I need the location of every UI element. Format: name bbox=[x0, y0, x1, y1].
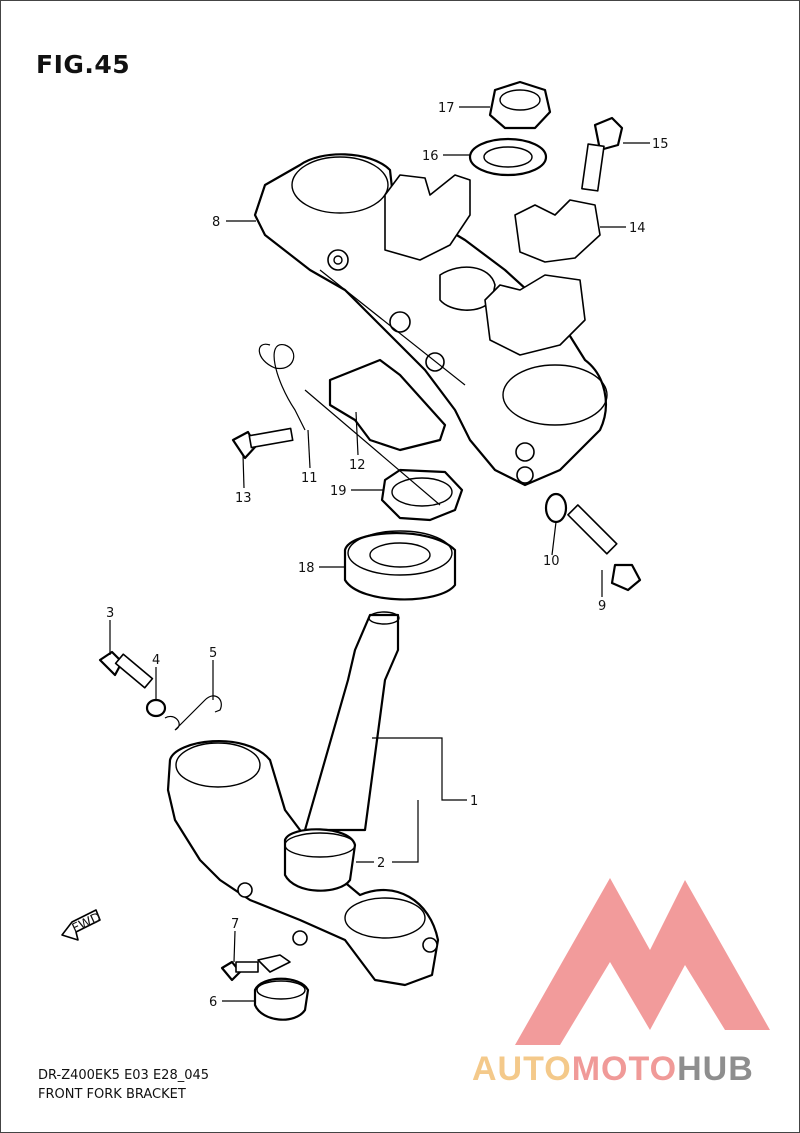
bolt-9 bbox=[567, 504, 642, 592]
callout-17: 17 bbox=[438, 101, 455, 116]
watermark-logo bbox=[515, 878, 770, 1045]
upper-bracket bbox=[253, 153, 608, 487]
steering-stem-nut bbox=[488, 80, 552, 130]
callout-15: 15 bbox=[652, 137, 669, 152]
forward-direction-icon: FWD bbox=[61, 909, 104, 941]
clip-5 bbox=[164, 695, 222, 731]
wire-clip-11 bbox=[258, 343, 306, 431]
callout-2: 2 bbox=[377, 856, 385, 871]
washer-4 bbox=[145, 698, 167, 718]
callout-3: 3 bbox=[106, 606, 114, 621]
washer-10 bbox=[544, 492, 568, 524]
callout-5: 5 bbox=[209, 646, 217, 661]
steering-stem-lower-bracket bbox=[166, 611, 440, 987]
handlebar-clamp bbox=[514, 199, 601, 263]
bearing-18 bbox=[343, 530, 457, 601]
hose-clamp-6 bbox=[253, 977, 310, 1021]
figure-title: FIG.45 bbox=[36, 50, 131, 79]
callout-7: 7 bbox=[231, 917, 239, 932]
callout-4: 4 bbox=[152, 653, 160, 668]
callout-6: 6 bbox=[209, 995, 217, 1010]
svg-text:FWD: FWD bbox=[70, 910, 104, 936]
bolt-3 bbox=[98, 650, 154, 689]
callout-14: 14 bbox=[629, 221, 646, 236]
callout-1: 1 bbox=[470, 794, 478, 809]
washer-16 bbox=[468, 137, 548, 177]
callout-8: 8 bbox=[212, 215, 220, 230]
model-code: DR-Z400EK5 E03 E28_045 bbox=[38, 1068, 210, 1083]
callout-labels: 1 2 3 4 5 6 7 8 9 10 11 12 13 14 15 16 1… bbox=[106, 101, 669, 1010]
callout-19: 19 bbox=[330, 484, 347, 499]
callout-9: 9 bbox=[598, 599, 606, 614]
callout-10: 10 bbox=[543, 554, 560, 569]
leader-lines bbox=[109, 106, 650, 1002]
figure-footer: DR-Z400EK5 E03 E28_045 FRONT FORK BRACKE… bbox=[38, 1066, 209, 1104]
watermark-text: AUTOMOTOHUB bbox=[472, 1050, 754, 1088]
lock-nut-19 bbox=[380, 468, 464, 522]
callout-16: 16 bbox=[422, 149, 439, 164]
callout-12: 12 bbox=[349, 458, 366, 473]
callout-11: 11 bbox=[301, 471, 318, 486]
callout-13: 13 bbox=[235, 491, 252, 506]
bolt-13 bbox=[231, 427, 294, 460]
callout-18: 18 bbox=[298, 561, 315, 576]
figure-caption: FRONT FORK BRACKET bbox=[38, 1087, 186, 1102]
cable-guide-12 bbox=[328, 358, 447, 452]
screw-7 bbox=[220, 954, 291, 982]
bolt-15 bbox=[581, 116, 624, 192]
